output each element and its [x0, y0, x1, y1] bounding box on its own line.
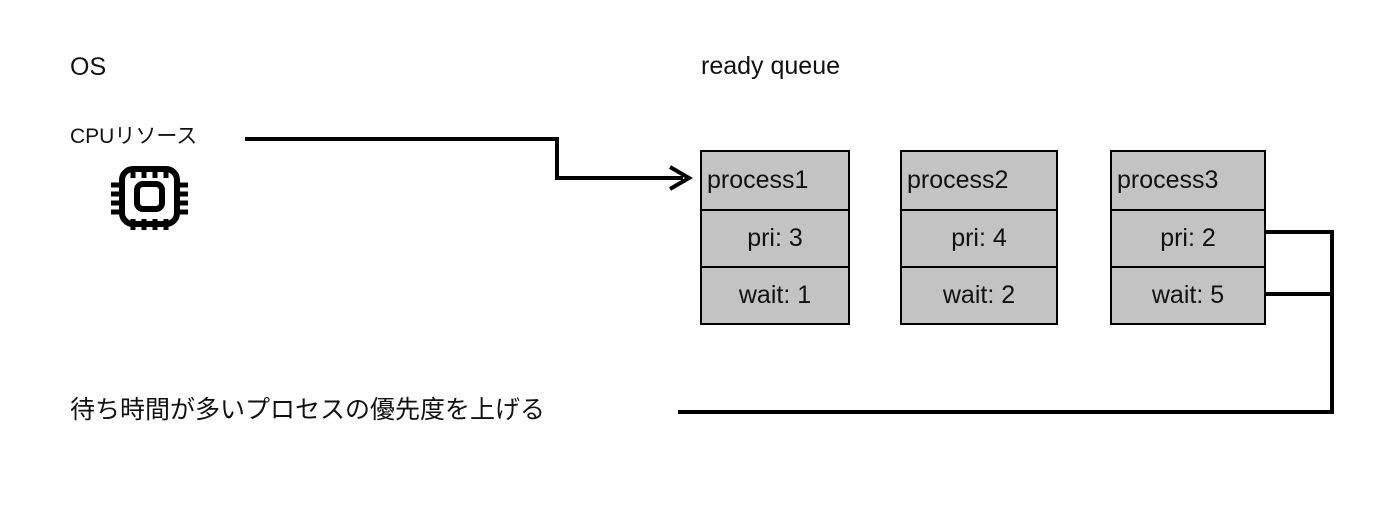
process-box[interactable]: process1 pri: 3 wait: 1 [700, 150, 850, 325]
process-priority: pri: 3 [702, 209, 848, 266]
process-box[interactable]: process3 pri: 2 wait: 5 [1110, 150, 1266, 325]
process-wait: wait: 5 [1112, 266, 1264, 323]
cpu-chip-icon [111, 166, 188, 230]
process-wait: wait: 2 [902, 266, 1056, 323]
priority-boost-note: 待ち時間が多いプロセスの優先度を上げる [70, 396, 546, 424]
cpu-resource-label: CPUリソース [70, 125, 198, 148]
process-priority: pri: 2 [1112, 209, 1264, 266]
process-priority: pri: 4 [902, 209, 1056, 266]
process-name: process2 [907, 166, 1009, 194]
cpu-to-queue-arrow [245, 137, 693, 191]
process-name: process3 [1117, 166, 1219, 194]
process-box[interactable]: process2 pri: 4 wait: 2 [900, 150, 1058, 325]
process-wait: wait: 1 [702, 266, 848, 323]
ready-queue-label: ready queue [701, 52, 841, 80]
process-name: process1 [707, 166, 809, 194]
os-label: OS [70, 53, 107, 81]
